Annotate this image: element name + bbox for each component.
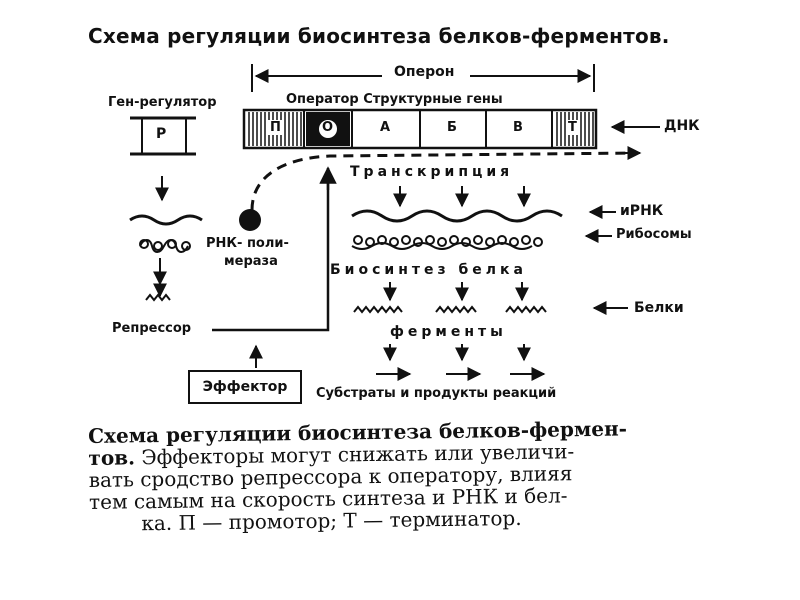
- diagram-title: Схема регуляции биосинтеза белков-фермен…: [88, 24, 670, 48]
- enzymes-label: ферменты: [390, 324, 507, 340]
- operon-label: Оперон: [394, 64, 455, 80]
- caption: Схема регуляции биосинтеза белков-фермен…: [88, 416, 749, 535]
- transcription-label: Транскрипция: [350, 164, 514, 180]
- polymerase-dashed-path: [250, 151, 637, 211]
- dna-label: ДНК: [664, 118, 700, 134]
- rna-polymerase-label-1: РНК- поли-: [206, 236, 289, 251]
- gene-t-label: Т: [566, 120, 579, 135]
- transcription-arrows: [393, 186, 531, 208]
- effector-box: Эффектор: [188, 370, 302, 404]
- gene-regulator-label: Ген-регулятор: [108, 95, 217, 110]
- mrna-label: иРНК: [620, 203, 664, 219]
- protein-chains: [353, 305, 547, 314]
- proteins-label: Белки: [634, 300, 684, 316]
- ribosomes: [351, 235, 543, 250]
- mrna-wave: [351, 209, 563, 223]
- operator-structural-label: Оператор Структурные гены: [286, 92, 503, 107]
- gene-p-label: П: [268, 120, 283, 135]
- effector-label: Эффектор: [202, 379, 288, 395]
- operon-span-arrow: [251, 64, 595, 92]
- rna-polymerase-label-2: мераза: [224, 254, 278, 269]
- regulator-pathway: [129, 176, 203, 302]
- repressor-label: Репрессор: [112, 321, 192, 336]
- gene-r-label: Р: [156, 126, 167, 142]
- substrates-label: Субстраты и продукты реакций: [316, 386, 557, 401]
- ribosomes-label: Рибосомы: [616, 227, 692, 242]
- gene-a-label: А: [380, 120, 391, 135]
- rna-polymerase-dot: [239, 209, 261, 231]
- repressor-to-operator-line: [212, 176, 330, 332]
- regulator-gene-strip: [130, 116, 196, 156]
- biosynthesis-label: Биосинтез белка: [330, 262, 527, 278]
- gene-o-label: О: [322, 120, 334, 135]
- dna-strip: [242, 108, 598, 150]
- biosynthesis-arrows: [383, 282, 529, 302]
- gene-b-label: Б: [447, 120, 457, 135]
- enzyme-arrows: [383, 344, 531, 362]
- gene-v-label: В: [513, 120, 523, 135]
